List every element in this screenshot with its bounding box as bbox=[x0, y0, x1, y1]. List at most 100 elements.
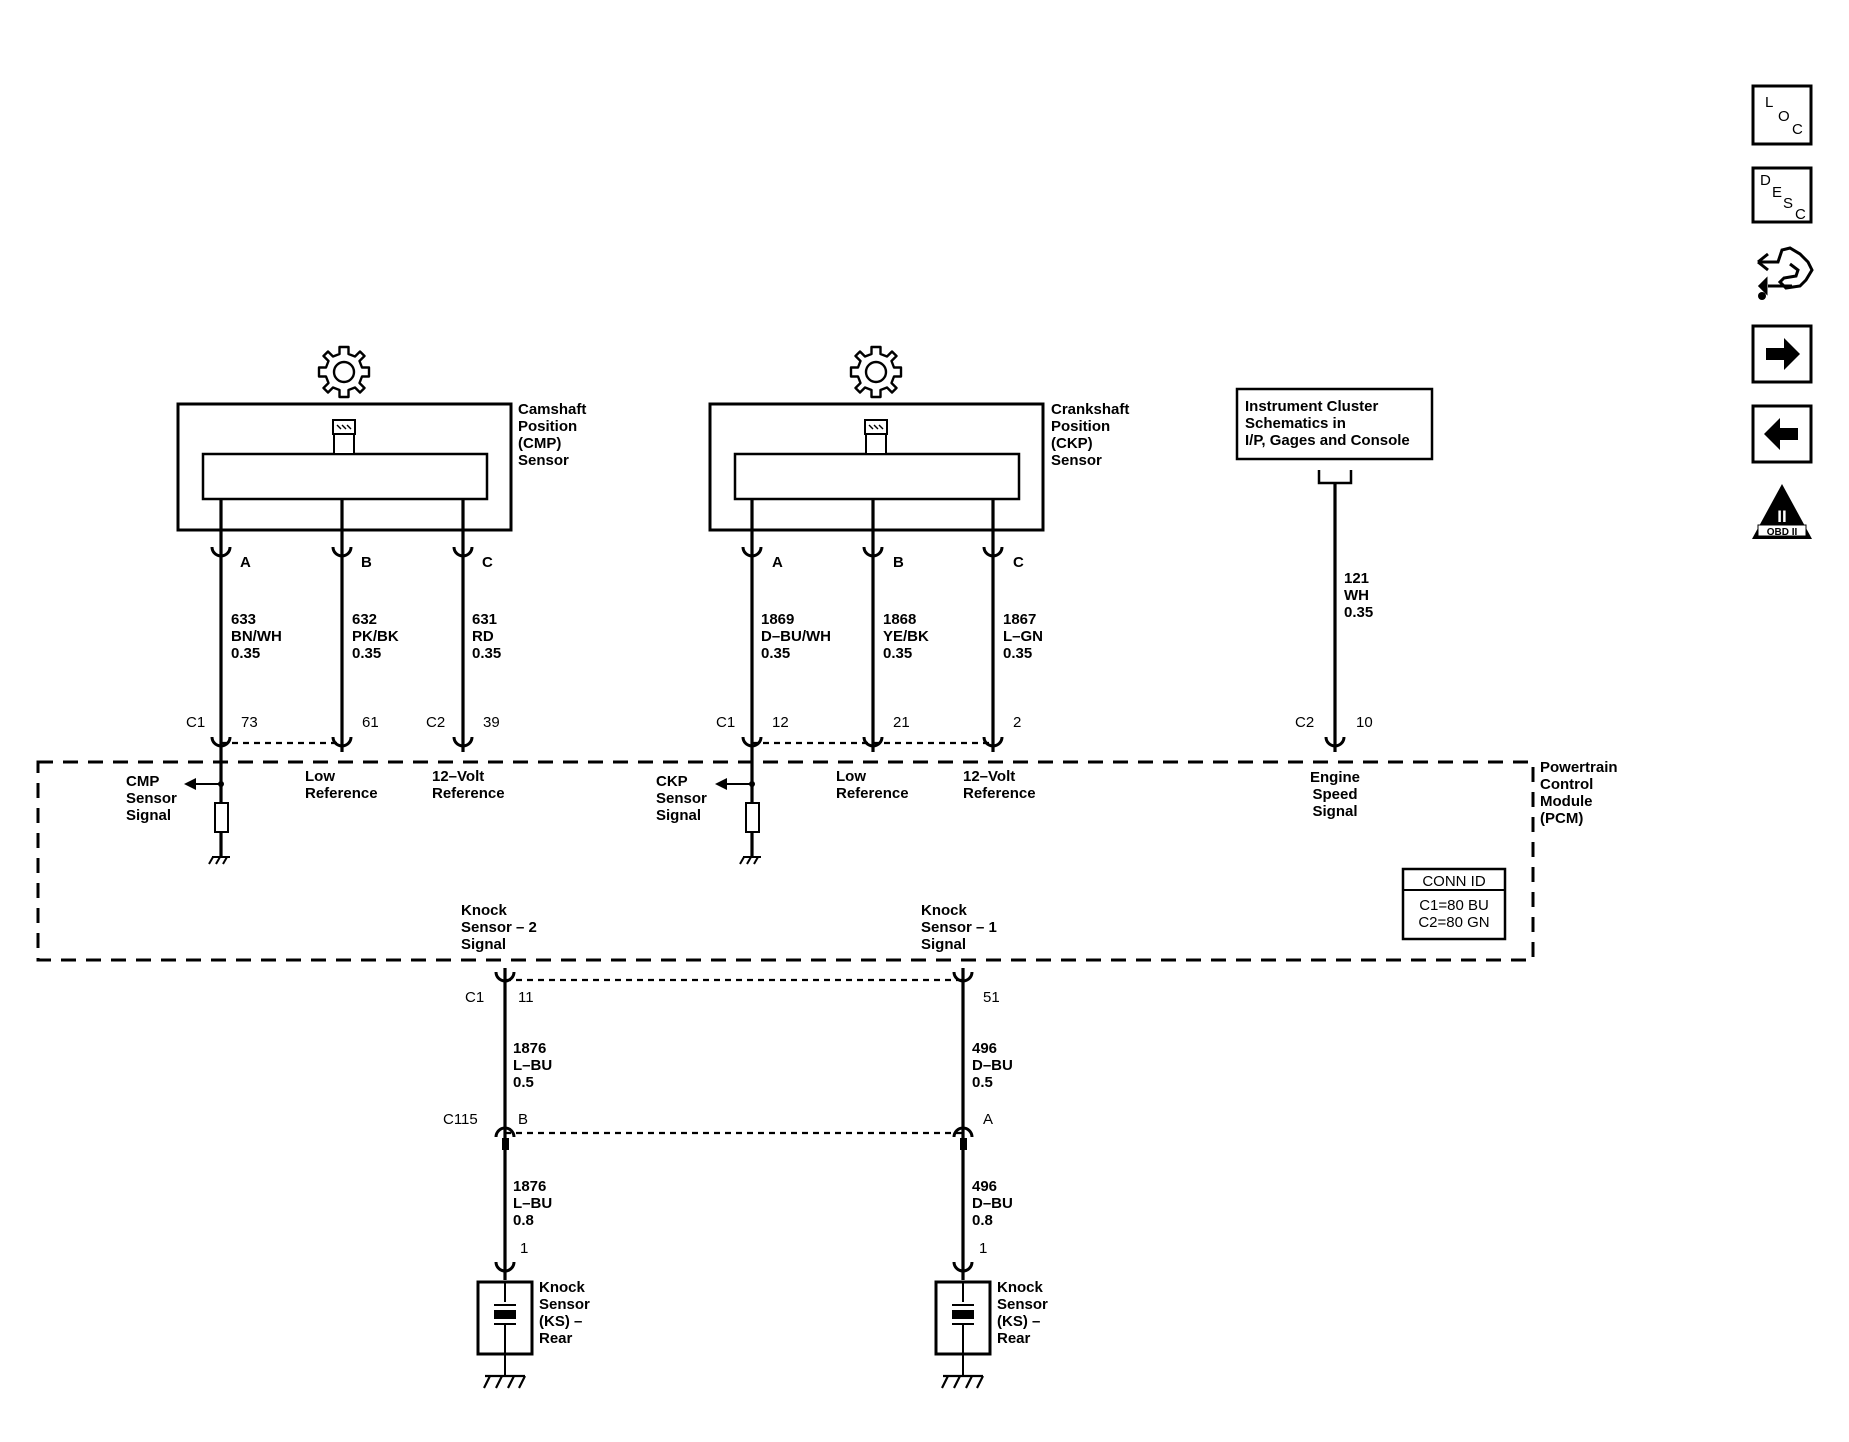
desc-letter-s: S bbox=[1783, 195, 1793, 212]
cmp-b-size: 0.35 bbox=[352, 645, 381, 662]
cmp-signal-3: Signal bbox=[126, 807, 171, 824]
ks2-low-size: 0.8 bbox=[513, 1212, 534, 1229]
ks1-label-1: Knock bbox=[921, 902, 968, 919]
right-ks-name-2: Sensor bbox=[997, 1296, 1048, 1313]
cmp-a-pcm-pin: 73 bbox=[241, 714, 258, 731]
cmp-name-3: (CMP) bbox=[518, 435, 561, 452]
ckp-signal-1: CKP bbox=[656, 773, 688, 790]
loc-letter-o: O bbox=[1778, 108, 1790, 125]
pcm-boundary bbox=[36, 760, 1535, 962]
arrow-right-icon bbox=[1766, 338, 1800, 370]
conn-id-2: C2=80 GN bbox=[1418, 914, 1489, 931]
ks2-label-1: Knock bbox=[461, 902, 508, 919]
ckp-b-color: YE/BK bbox=[883, 628, 929, 645]
ckp-c-size: 0.35 bbox=[1003, 645, 1032, 662]
ks2-pcm-pin: 11 bbox=[518, 989, 534, 1006]
ks1-label-3: Signal bbox=[921, 936, 966, 953]
c115-label: C115 bbox=[443, 1111, 478, 1128]
knock-sensors: Knock Sensor – 2 Signal Knock Sensor – 1… bbox=[443, 902, 1048, 1390]
ic-box-line-1: Instrument Cluster bbox=[1245, 398, 1379, 415]
loc-letter-c: C bbox=[1792, 121, 1803, 138]
ckp-low-ref-1: Low bbox=[836, 768, 866, 785]
ckp-name-2: Position bbox=[1051, 418, 1110, 435]
ground-icon bbox=[482, 1374, 527, 1390]
obd-ii-icon[interactable]: II OBD II bbox=[1752, 484, 1812, 539]
cmp-signal-2: Sensor bbox=[126, 790, 177, 807]
magnet-icon bbox=[864, 419, 888, 435]
ic-label-2: Speed bbox=[1312, 786, 1357, 803]
cmp-sensor: Camshaft Position (CMP) Sensor A B C 633… bbox=[126, 345, 586, 865]
pcm-name-2: Control bbox=[1540, 776, 1593, 793]
arrow-left-icon bbox=[715, 778, 727, 790]
cmp-b-color: PK/BK bbox=[352, 628, 399, 645]
ckp-a-circuit: 1869 bbox=[761, 611, 794, 628]
c115-pin-a: A bbox=[983, 1111, 993, 1128]
cmp-pin-a: A bbox=[240, 554, 251, 571]
ic-conn: C2 bbox=[1295, 714, 1314, 731]
obd-number: II bbox=[1777, 507, 1786, 526]
ground-icon bbox=[208, 856, 231, 865]
ks1-up-size: 0.5 bbox=[972, 1074, 993, 1091]
ckp-a-color: D–BU/WH bbox=[761, 628, 831, 645]
cmp-pin-b: B bbox=[361, 554, 372, 571]
gear-icon bbox=[317, 345, 371, 399]
ks2-label-2: Sensor – 2 bbox=[461, 919, 537, 936]
ks2-up-circuit: 1876 bbox=[513, 1040, 546, 1057]
cmp-conn-c1: C1 bbox=[186, 714, 205, 731]
cmp-name-2: Position bbox=[518, 418, 577, 435]
instrument-cluster-box[interactable] bbox=[1235, 387, 1434, 461]
cmp-low-ref-1: Low bbox=[305, 768, 335, 785]
ic-box-line-2: Schematics in bbox=[1245, 415, 1346, 432]
left-ks-name-3: (KS) – bbox=[539, 1313, 582, 1330]
ic-color: WH bbox=[1344, 587, 1369, 604]
left-ks-name-4: Rear bbox=[539, 1330, 573, 1347]
ks2-up-size: 0.5 bbox=[513, 1074, 534, 1091]
ckp-pin-a: A bbox=[772, 554, 783, 571]
ckp-pin-c: C bbox=[1013, 554, 1024, 571]
desc-letter-e: E bbox=[1772, 184, 1782, 201]
cmp-a-size: 0.35 bbox=[231, 645, 260, 662]
diagnostic-hand-icon[interactable] bbox=[1757, 246, 1814, 300]
conn-id-1: C1=80 BU bbox=[1419, 897, 1489, 914]
cmp-c-circuit: 631 bbox=[472, 611, 497, 628]
gear-icon bbox=[849, 345, 903, 399]
ic-label-3: Signal bbox=[1312, 803, 1357, 820]
ckp-12v-ref-2: Reference bbox=[963, 785, 1036, 802]
left-ks-name-2: Sensor bbox=[539, 1296, 590, 1313]
ckp-c-circuit: 1867 bbox=[1003, 611, 1036, 628]
cmp-conn-c2: C2 bbox=[426, 714, 445, 731]
desc-letter-d: D bbox=[1760, 172, 1771, 189]
cmp-name-4: Sensor bbox=[518, 452, 569, 469]
cmp-pin-c: C bbox=[482, 554, 493, 571]
ks2-up-color: L–BU bbox=[513, 1057, 552, 1074]
ground-icon bbox=[940, 1374, 985, 1390]
ks2-low-circuit: 1876 bbox=[513, 1178, 546, 1195]
loc-button[interactable]: L O C bbox=[1751, 84, 1813, 146]
ground-icon bbox=[739, 856, 762, 865]
ckp-pin-b: B bbox=[893, 554, 904, 571]
ks2-sensor-pin: 1 bbox=[520, 1240, 528, 1257]
pcm-name-4: (PCM) bbox=[1540, 810, 1583, 827]
ks1-pcm-pin: 51 bbox=[983, 989, 1000, 1006]
left-ks-name-1: Knock bbox=[539, 1279, 586, 1296]
ckp-sensor: Crankshaft Position (CKP) Sensor A B C 1… bbox=[656, 345, 1129, 865]
ks2-label-3: Signal bbox=[461, 936, 506, 953]
loc-letter-l: L bbox=[1765, 94, 1773, 111]
arrow-left-icon bbox=[1764, 418, 1798, 450]
ckp-sensor-body bbox=[708, 402, 1045, 532]
right-ks-name-3: (KS) – bbox=[997, 1313, 1040, 1330]
ic-pcm-pin: 10 bbox=[1356, 714, 1373, 731]
conn-id-title: CONN ID bbox=[1422, 873, 1486, 890]
cmp-c-size: 0.35 bbox=[472, 645, 501, 662]
ckp-name-4: Sensor bbox=[1051, 452, 1102, 469]
next-page-button[interactable] bbox=[1751, 324, 1813, 384]
cmp-a-circuit: 633 bbox=[231, 611, 256, 628]
desc-button[interactable]: D E S C bbox=[1751, 166, 1813, 224]
previous-page-button[interactable] bbox=[1751, 404, 1813, 464]
cmp-c-pcm-pin: 39 bbox=[483, 714, 500, 731]
cmp-signal-1: CMP bbox=[126, 773, 159, 790]
ckp-a-size: 0.35 bbox=[761, 645, 790, 662]
cmp-12v-ref-2: Reference bbox=[432, 785, 505, 802]
ckp-name-3: (CKP) bbox=[1051, 435, 1093, 452]
ckp-signal-2: Sensor bbox=[656, 790, 707, 807]
